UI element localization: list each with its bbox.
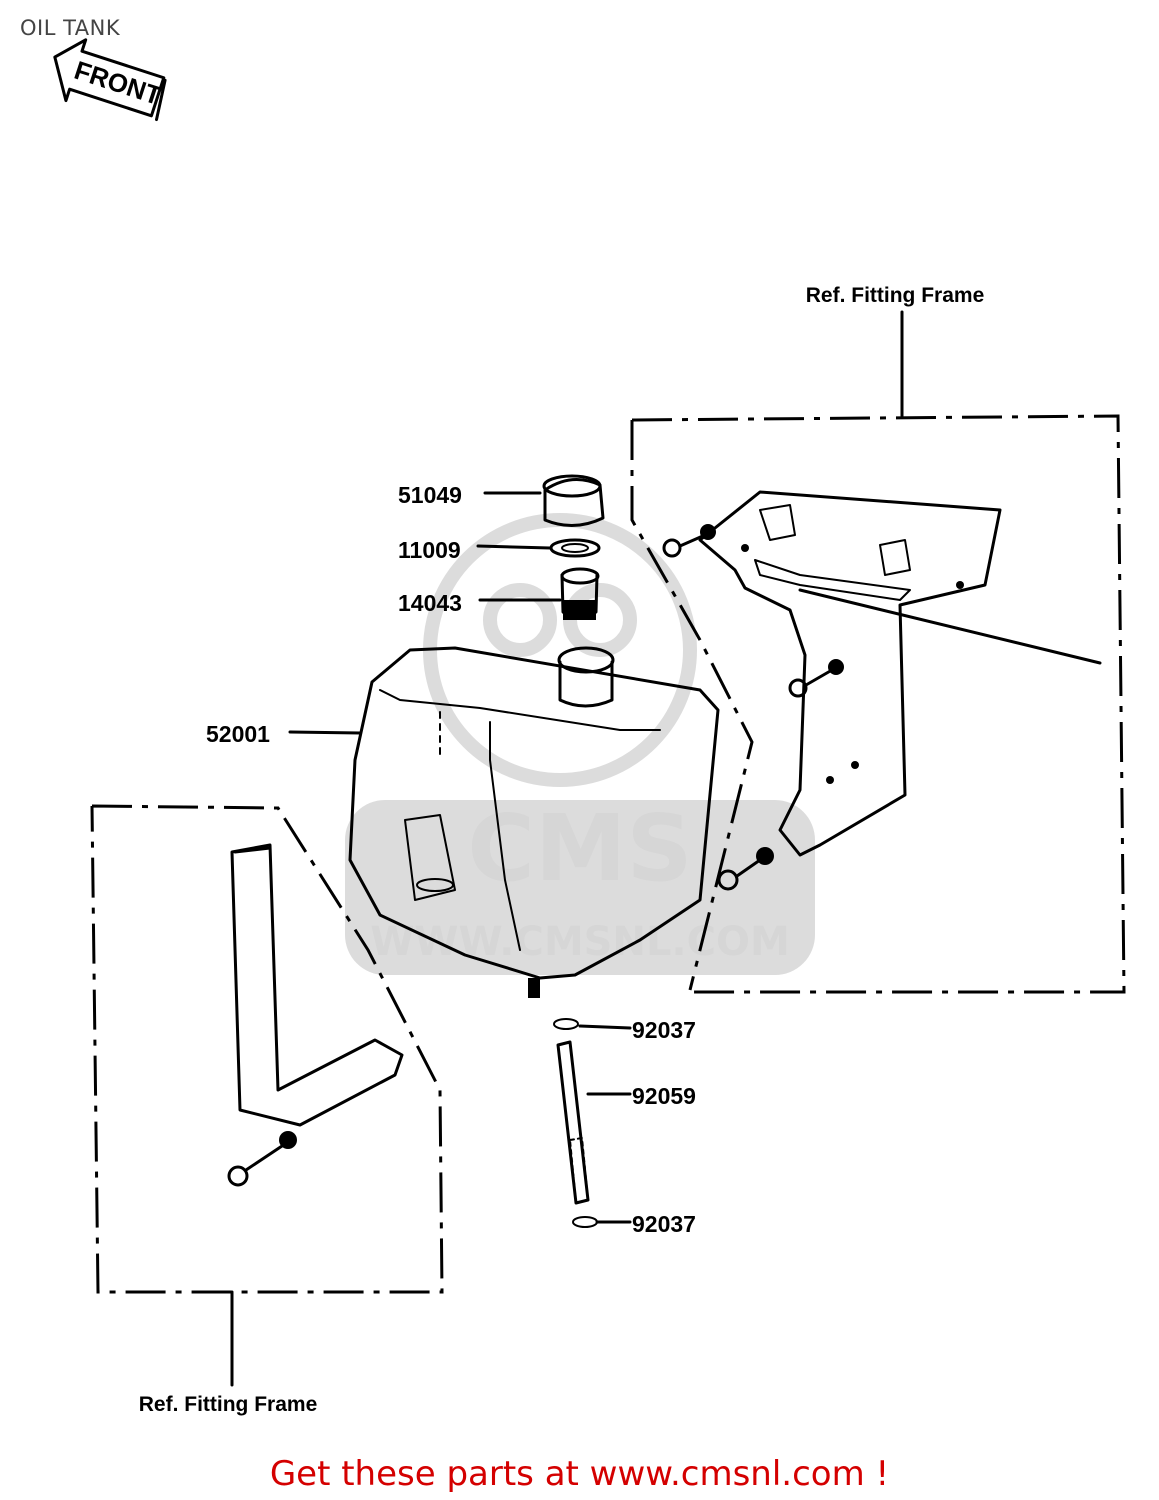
tank-strap	[227, 843, 404, 1187]
part-number-92037-top: 92037	[632, 1017, 696, 1043]
part-number-92059: 92059	[632, 1083, 696, 1109]
page-title: OIL TANK	[20, 16, 121, 40]
watermark-url: WWW.CMSNL.COM	[370, 919, 790, 965]
ref-frame-box-left: Ref. Fitting Frame	[90, 804, 444, 1416]
mounting-bracket	[662, 490, 1102, 891]
part-number-92037-bottom: 92037	[632, 1211, 696, 1237]
part-number-52001: 52001	[206, 721, 270, 747]
ref-label-top: Ref. Fitting Frame	[806, 284, 985, 307]
oil-tank-body	[348, 646, 720, 998]
part-number-51049: 51049	[398, 482, 462, 508]
breather-hose-assembly	[553, 1018, 598, 1228]
leader-lines	[288, 491, 632, 1224]
get-parts-link[interactable]: Get these parts at www.cmsnl.com !	[269, 1454, 890, 1494]
part-number-labels: 51049 11009 14043 52001 92037 92059 9203…	[206, 482, 696, 1237]
front-arrow: FRONT	[53, 38, 167, 122]
watermark-logo: CMS WWW.CMSNL.COM	[345, 513, 815, 975]
filler-cap-assembly	[542, 474, 605, 620]
part-number-11009: 11009	[398, 537, 461, 563]
part-number-14043: 14043	[398, 590, 462, 616]
ref-frame-box-right: Ref. Fitting Frame	[630, 284, 1126, 994]
ref-label-bottom: Ref. Fitting Frame	[139, 1393, 318, 1416]
